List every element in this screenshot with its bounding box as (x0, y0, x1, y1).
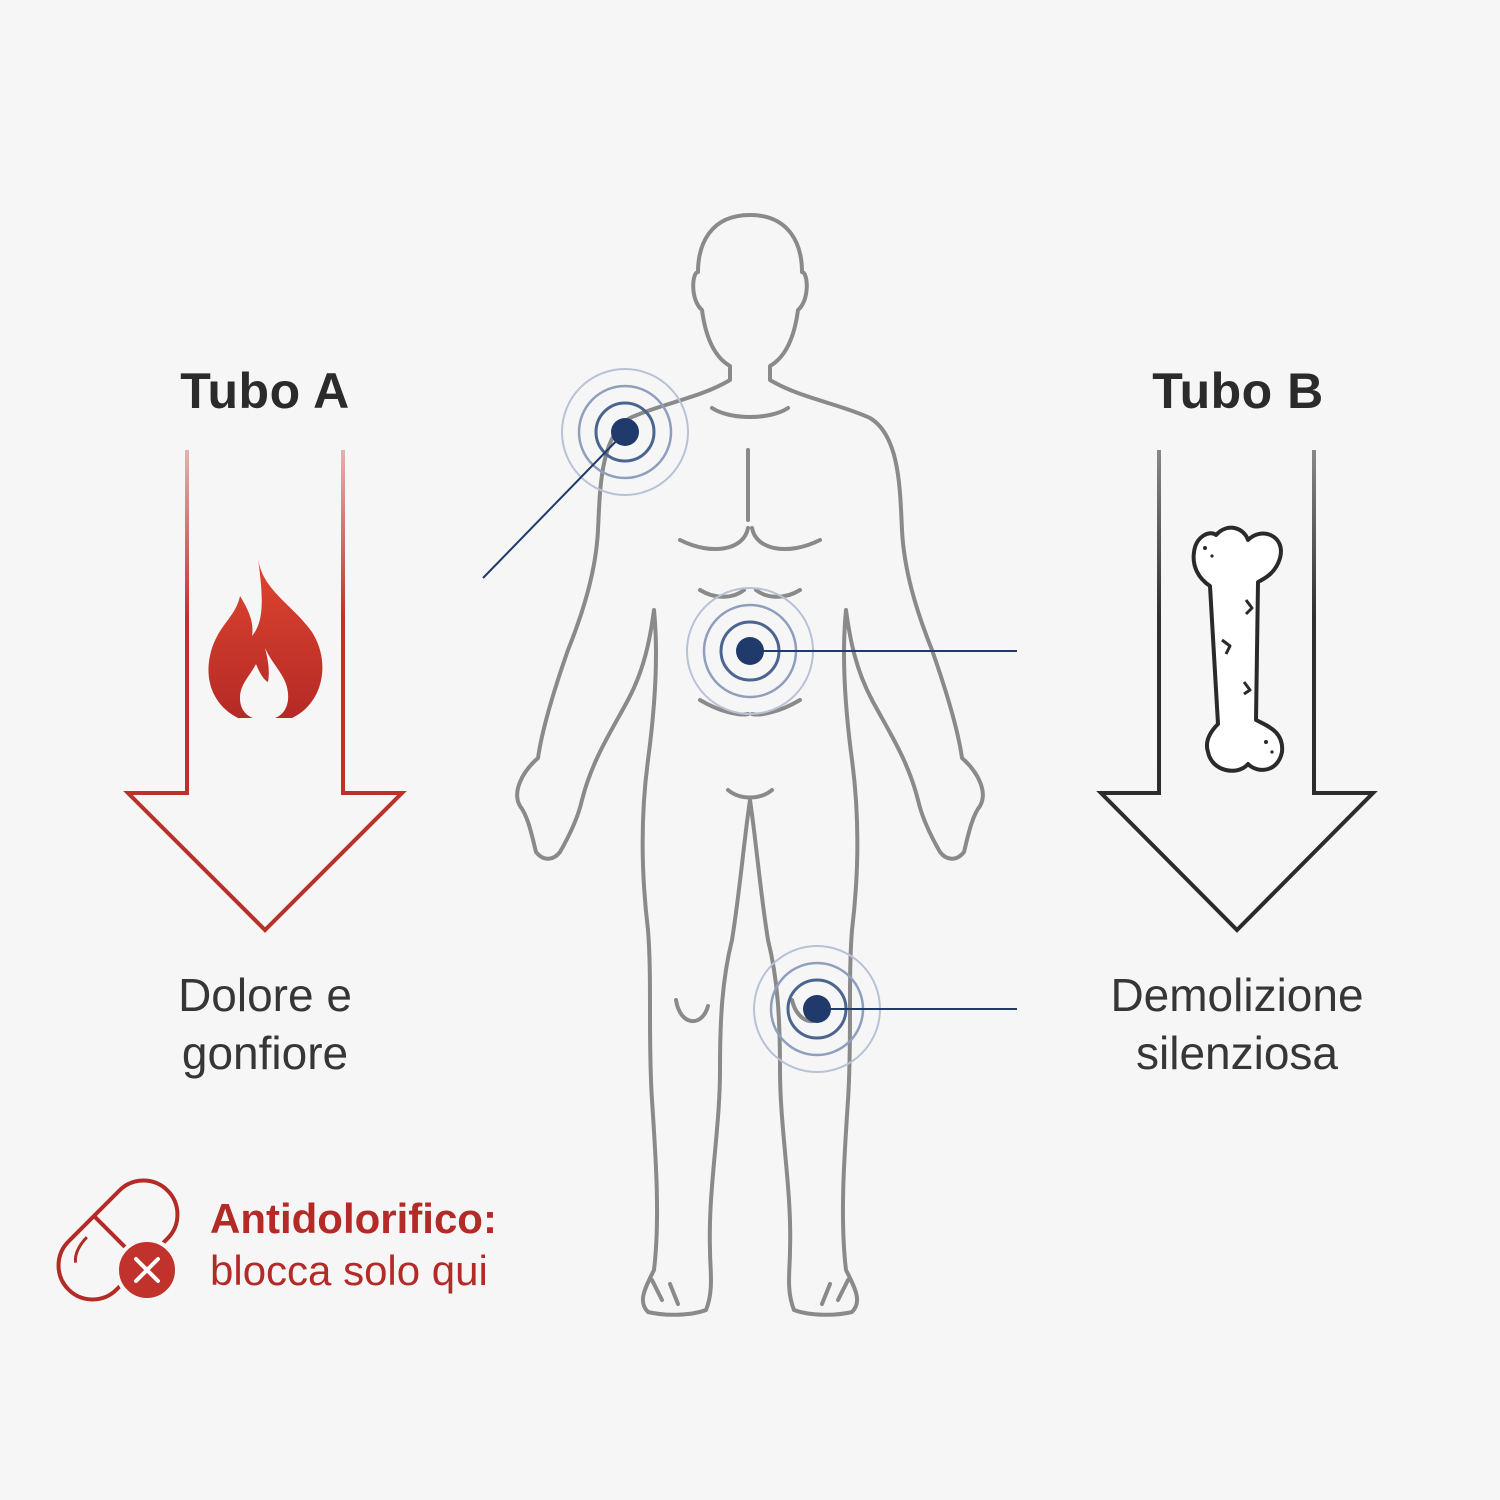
tube-a-caption-line2: gonfiore (181, 1027, 349, 1079)
painkiller-note-title: Antidolorifico: (210, 1195, 497, 1242)
flame-icon (208, 558, 323, 720)
tube-b-caption-line1: Demolizione (1110, 969, 1364, 1021)
marker-abdomen (686, 587, 1017, 715)
painkiller-note-text: blocca solo qui (210, 1247, 488, 1294)
tube-a-arrow (123, 450, 407, 933)
pill-blocked-icon (56, 1178, 180, 1302)
tube-a-title: Tubo A (180, 363, 350, 419)
cracked-bone-icon (1191, 525, 1285, 773)
human-body-outline (515, 213, 985, 1317)
tube-b-caption-line2: silenziosa (1136, 1027, 1338, 1079)
marker-knee (753, 945, 1017, 1073)
tube-a-caption: Dolore e gonfiore (55, 966, 475, 1082)
tube-b-title: Tubo B (1152, 363, 1324, 419)
tube-a-caption-line1: Dolore e (178, 969, 352, 1021)
tube-b-arrow (1096, 450, 1378, 933)
painkiller-note: Antidolorifico: blocca solo qui (210, 1193, 497, 1297)
marker-shoulder (482, 368, 689, 579)
tube-b-caption: Demolizione silenziosa (1027, 966, 1447, 1082)
